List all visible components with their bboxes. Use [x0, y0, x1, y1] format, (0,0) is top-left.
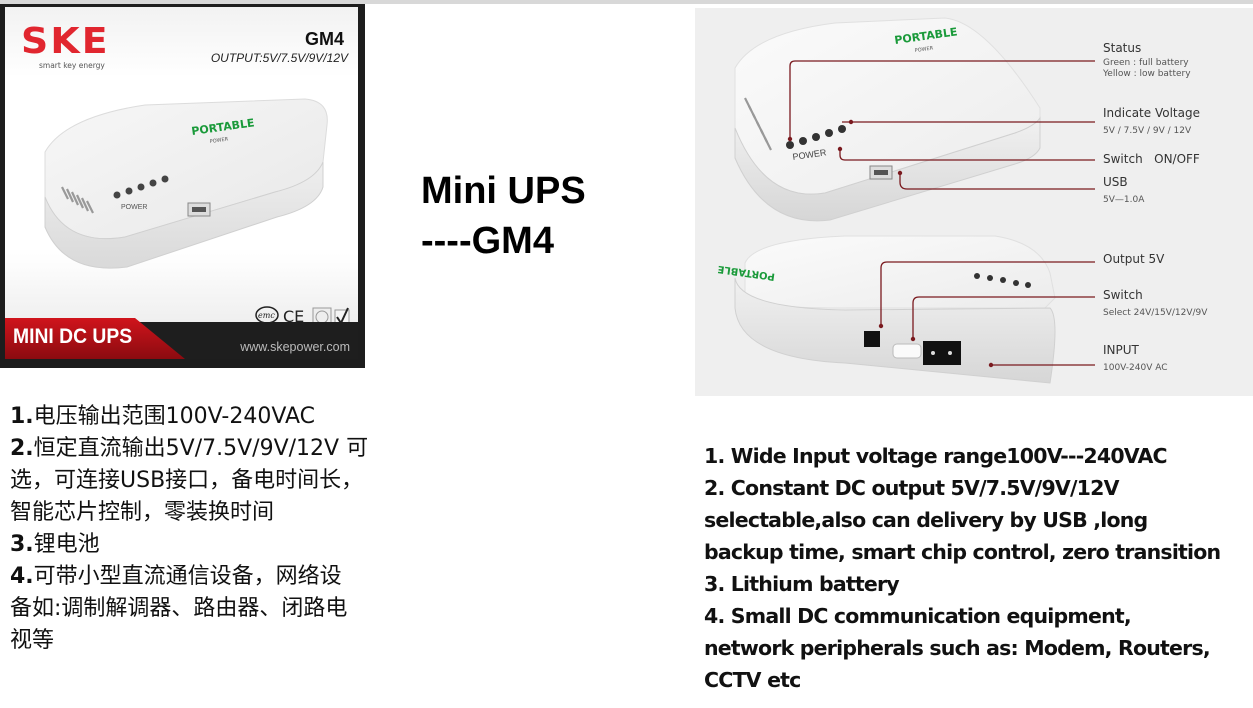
ac-input-port	[923, 341, 961, 365]
annotated-photo: POWER PORTABLE POWER PORTABLE	[695, 8, 1253, 396]
callout-switch-select-values: Select 24V/15V/12V/9V	[1103, 308, 1208, 318]
callout-status-green: Green : full battery	[1103, 58, 1189, 68]
en-line: 3. Lithium battery	[704, 572, 900, 596]
callout-indicate-voltage-values: 5V / 7.5V / 9V / 12V	[1103, 126, 1192, 136]
device-power-label: POWER	[792, 147, 828, 162]
callout-usb-spec: 5V—1.0A	[1103, 195, 1145, 205]
product-card: SKE smart key energy GM4 OUTPUT:5V/7.5V/…	[0, 4, 365, 368]
annotated-device-illustration: POWER PORTABLE POWER PORTABLE	[717, 17, 1095, 384]
ce-icon: CE	[283, 307, 304, 326]
en-line: CCTV etc	[704, 668, 801, 692]
brand-logo-text: SKE	[21, 21, 110, 62]
title-line-1: Mini UPS	[421, 170, 586, 212]
english-feature-list: 1. Wide Input voltage range100V---240VAC…	[704, 440, 1253, 696]
svg-text:CE: CE	[283, 307, 304, 326]
model-name: GM4	[304, 29, 344, 49]
callout-input-range: 100V-240V AC	[1103, 363, 1168, 373]
chinese-feature-list: 1.电压输出范围100V-240VAC 2.恒定直流输出5V/7.5V/9V/1…	[10, 401, 430, 657]
indicator-leds	[113, 175, 169, 199]
output-spec: OUTPUT:5V/7.5V/9V/12V	[210, 51, 348, 65]
top-border	[0, 0, 1253, 4]
banner-label: MINI DC UPS	[13, 325, 133, 348]
page-title: Mini UPS ----GM4	[421, 166, 586, 266]
svg-text:emc: emc	[258, 311, 275, 320]
indicator-leds	[786, 125, 846, 149]
en-line: 4. Small DC communication equipment,	[704, 604, 1132, 628]
product-card-inner: SKE smart key energy GM4 OUTPUT:5V/7.5V/…	[5, 7, 358, 359]
dc-output-port	[864, 331, 880, 347]
brand-logo: SKE smart key energy	[21, 24, 111, 71]
iso-icon	[312, 307, 332, 327]
svg-text:POWER: POWER	[914, 45, 934, 54]
callout-usb: USB	[1103, 175, 1128, 189]
callout-status-yellow: Yellow : low battery	[1103, 69, 1191, 79]
vent-slots	[744, 97, 772, 151]
brand-tagline: smart key energy	[39, 61, 105, 70]
en-line: backup time, smart chip control, zero tr…	[704, 540, 1221, 564]
callout-dots	[787, 119, 994, 368]
cn-feature-4-cont: 备如:调制解调器、路由器、闭路电	[10, 596, 348, 621]
callout-switch-select: Switch	[1103, 288, 1143, 302]
cn-feature-2-cont: 智能芯片控制，零装换时间	[10, 500, 275, 525]
cn-feature-4-cont: 视等	[10, 628, 55, 653]
title-line-2: ----GM4	[421, 220, 554, 262]
callout-indicate-voltage: Indicate Voltage	[1103, 106, 1200, 120]
cn-feature-3: 3.锂电池	[10, 532, 100, 557]
callout-output-5v: Output 5V	[1103, 252, 1165, 266]
en-line: 2. Constant DC output 5V/7.5V/9V/12V	[704, 476, 1119, 500]
en-line: network peripherals such as: Modem, Rout…	[704, 636, 1211, 660]
callout-lines	[789, 60, 1095, 366]
callout-input: INPUT	[1103, 343, 1139, 357]
svg-text:POWER: POWER	[209, 136, 229, 145]
cn-feature-2-cont: 选，可连接USB接口，备电时间长，	[10, 468, 364, 493]
callout-status: Status	[1103, 41, 1142, 55]
en-line: selectable,also can delivery by USB ,lon…	[704, 508, 1148, 532]
indicator-leds-back	[974, 273, 1031, 288]
voltage-select-switch	[892, 343, 922, 359]
website-link[interactable]: www.skepower.com	[240, 340, 350, 354]
vent-slots	[61, 186, 94, 214]
emc-icon: emc	[255, 306, 279, 324]
cn-feature-2: 2.恒定直流输出5V/7.5V/9V/12V 可	[10, 436, 369, 461]
cn-feature-1: 1.电压输出范围100V-240VAC	[10, 404, 316, 429]
device-power-label: POWER	[121, 204, 147, 211]
cn-feature-4: 4.可带小型直流通信设备，网络设	[10, 564, 342, 589]
ups-device-image: POWER PORTABLE POWER	[44, 98, 328, 269]
callout-switch-on-off: Switch ON/OFF	[1103, 152, 1200, 166]
en-line: 1. Wide Input voltage range100V---240VAC	[704, 444, 1168, 468]
